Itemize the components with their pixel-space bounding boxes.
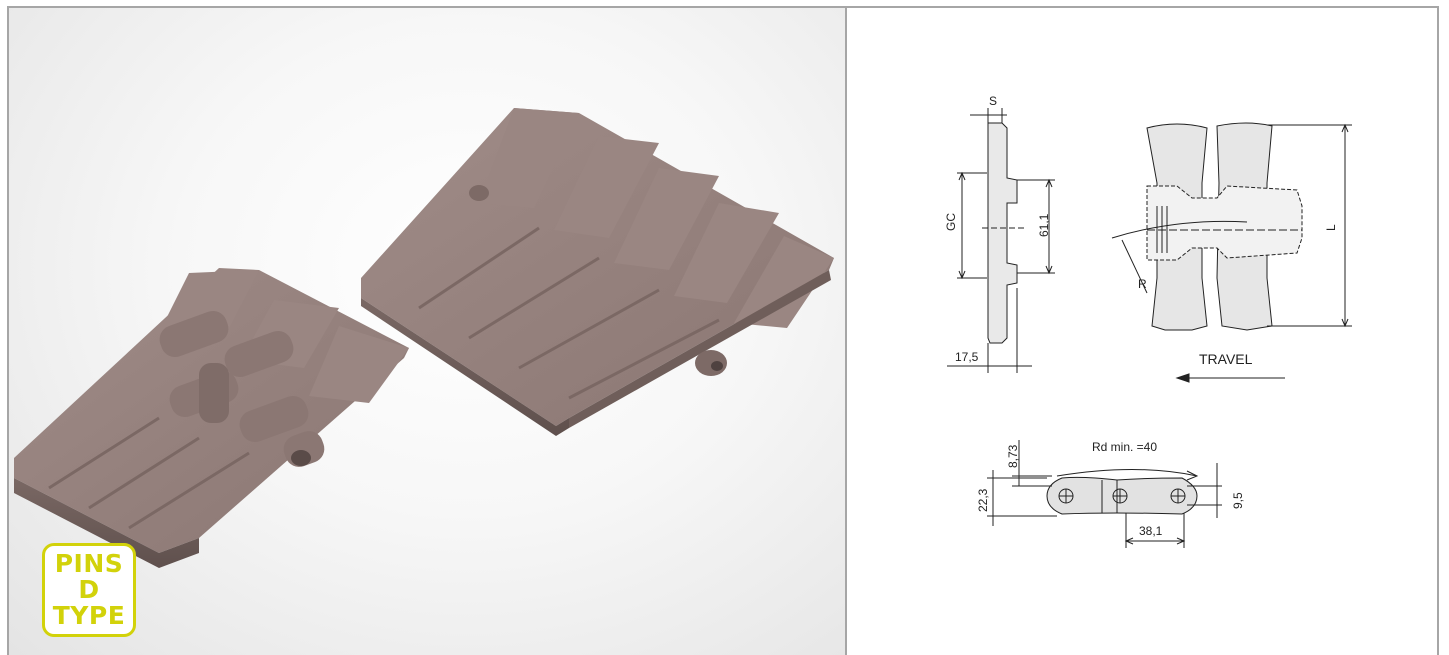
technical-drawing: S GC 61,1 17,5 L R TRAVEL Rd min. =40 8,…	[944, 94, 1352, 548]
label-61-1: 61,1	[1037, 213, 1051, 237]
label-l: L	[1324, 224, 1338, 231]
side-view	[947, 108, 1055, 373]
badge-line-1: PINS	[54, 549, 124, 578]
label-38-1: 38,1	[1139, 524, 1163, 538]
badge-line-3: TYPE	[52, 601, 126, 630]
link-view	[987, 440, 1222, 548]
label-17-5: 17,5	[955, 350, 979, 364]
chain-link-large	[361, 108, 834, 436]
panel-divider	[845, 6, 847, 655]
chain-link-small	[14, 268, 409, 568]
label-rd-min: Rd min. =40	[1092, 440, 1157, 454]
label-8-73: 8,73	[1006, 444, 1020, 468]
label-r: R	[1138, 277, 1147, 291]
technical-drawing-panel: S GC 61,1 17,5 L R TRAVEL Rd min. =40 8,…	[847, 8, 1437, 655]
label-s: S	[989, 94, 997, 108]
frame	[7, 6, 1439, 655]
pins-type-badge: PINS D TYPE	[42, 543, 136, 637]
label-9-5: 9,5	[1231, 492, 1245, 509]
badge-line-2: D	[78, 575, 100, 604]
label-gc: GC	[944, 213, 958, 231]
travel-label: TRAVEL	[1199, 351, 1253, 367]
top-view	[1111, 122, 1352, 383]
product-photo-panel: PINS D TYPE	[9, 8, 845, 655]
chain-illustration	[14, 108, 834, 568]
label-22-3: 22,3	[976, 488, 990, 512]
